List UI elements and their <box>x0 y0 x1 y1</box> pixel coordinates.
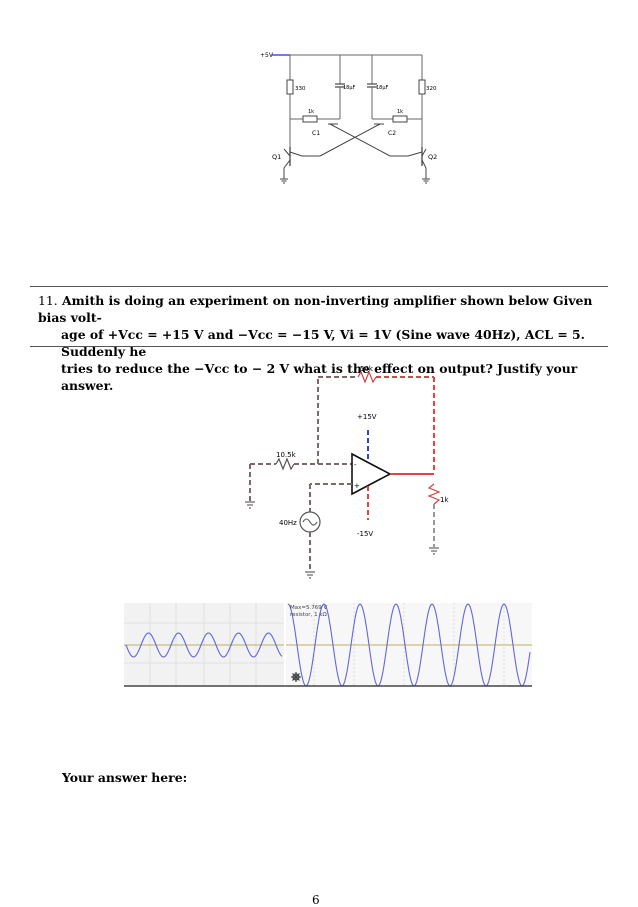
top-rule <box>30 286 608 287</box>
bottom-rule <box>30 346 608 347</box>
answer-label: Your answer here: <box>62 770 188 785</box>
supply-label: +5V <box>260 52 274 59</box>
question-11: 11. Amith is doing an experiment on non-… <box>38 292 610 394</box>
r-left-label: 330 <box>295 86 306 92</box>
q1-label: Q1 <box>272 153 281 161</box>
vpos-label: +15V <box>357 413 377 421</box>
question-line-3: tries to reduce the −Vcc to − 2 V what i… <box>61 361 578 393</box>
input-wave <box>125 632 283 658</box>
vneg-label: -15V <box>357 530 373 538</box>
rb-left-label: 1k <box>308 109 314 115</box>
multivibrator-diagram: +5V 330 320 18µF 18µF 1k 1k C1 C2 Q1 <box>260 52 437 184</box>
scope-readout-max: Max=5.769 V <box>290 605 327 611</box>
rin-label: 10.5k <box>276 451 297 459</box>
scope-readout-resistor: resistor, 1 kΩ <box>290 612 327 618</box>
c-right-label: 18µF <box>376 85 389 91</box>
gear-icon[interactable] <box>291 672 301 682</box>
r-right-label: 320 <box>426 86 437 92</box>
oscilloscope-panel: Max=5.769 V resistor, 1 kΩ <box>124 603 532 687</box>
amplifier-diagram: 50k 10.5k - + +15V -15V 40Hz 1k <box>245 365 449 579</box>
page-number: 6 <box>312 893 320 907</box>
c-left-label: 18µF <box>343 85 356 91</box>
question-number: 11. <box>38 293 58 308</box>
cap1-label: C1 <box>312 130 320 137</box>
question-line-1: Amith is doing an experiment on non-inve… <box>38 293 593 325</box>
source-label: 40Hz <box>279 519 297 527</box>
svg-text:+: + <box>354 482 360 490</box>
rload-label: 1k <box>440 496 449 504</box>
svg-text:-: - <box>354 461 357 469</box>
question-line-2: age of +Vcc = +15 V and −Vcc = −15 V, Vi… <box>61 327 585 359</box>
q2-label: Q2 <box>428 153 437 161</box>
rf-label: 50k <box>360 365 374 373</box>
rb-right-label: 1k <box>397 109 403 115</box>
cap2-label: C2 <box>388 130 396 137</box>
output-wave <box>287 603 531 687</box>
